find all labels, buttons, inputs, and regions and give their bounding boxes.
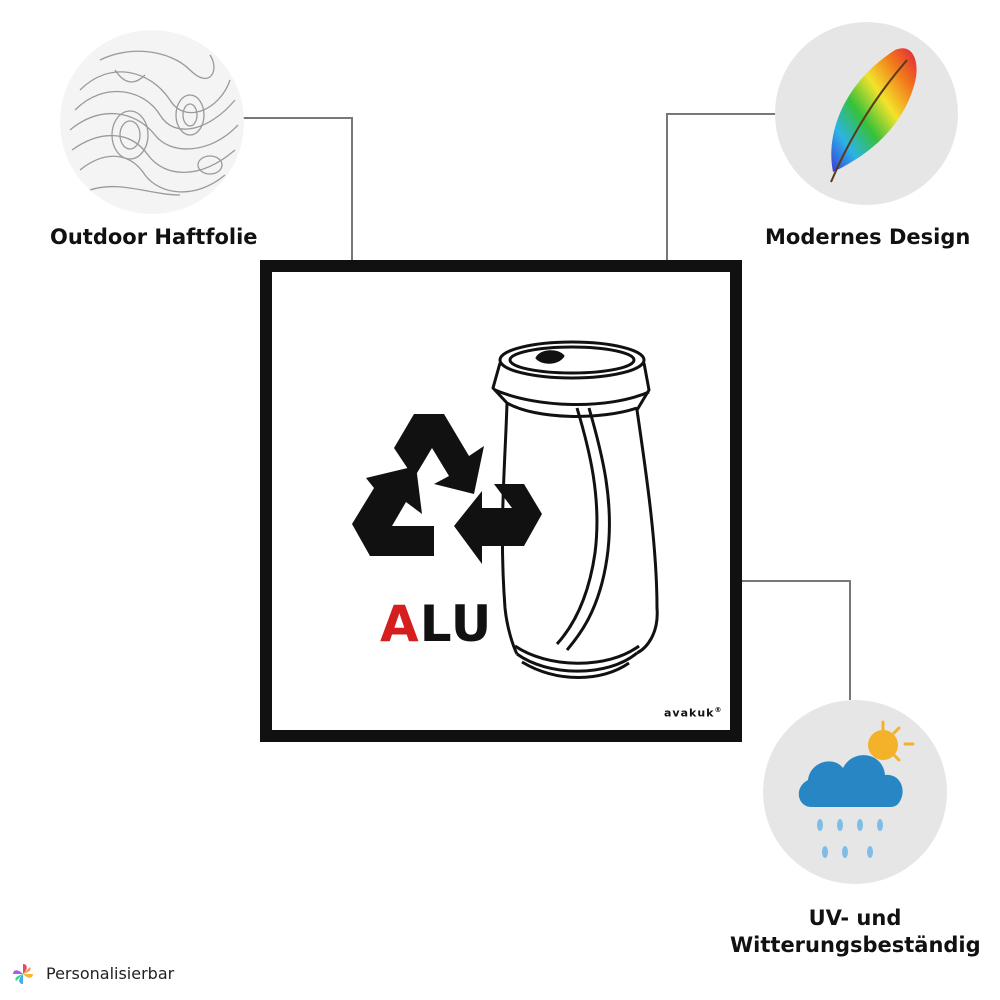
brand-label: avakuk® <box>664 706 722 720</box>
alu-label: ALU <box>380 595 492 653</box>
sun-cloud-rain-icon <box>798 720 915 858</box>
pinwheel-icon <box>13 964 33 984</box>
recycle-icon <box>352 414 542 564</box>
brand-name: avakuk <box>664 706 715 720</box>
weather-label-line1: UV- und <box>808 906 902 930</box>
rainbow-feather-icon <box>830 48 917 183</box>
aluminium-can-icon <box>491 340 659 679</box>
alu-rest-letters: LU <box>419 595 493 653</box>
design-feature-label: Modernes Design <box>765 225 971 249</box>
weather-feature-label: UV- und Witterungsbeständig <box>730 905 981 959</box>
personalisierbar-label: Personalisierbar <box>46 964 175 983</box>
weather-feature-circle <box>763 700 947 884</box>
design-feature-circle <box>775 22 958 205</box>
connector-texture <box>242 117 353 282</box>
fingerprint-texture-icon <box>69 50 239 196</box>
weather-label-line2: Witterungsbeständig <box>730 933 981 957</box>
alu-recycling-sign: ALU avakuk® <box>260 260 742 742</box>
connector-weather <box>700 580 851 700</box>
texture-feature-label: Outdoor Haftfolie <box>50 225 258 249</box>
alu-first-letter: A <box>380 595 420 653</box>
brand-mark: ® <box>714 706 723 714</box>
texture-feature-circle <box>60 30 244 214</box>
